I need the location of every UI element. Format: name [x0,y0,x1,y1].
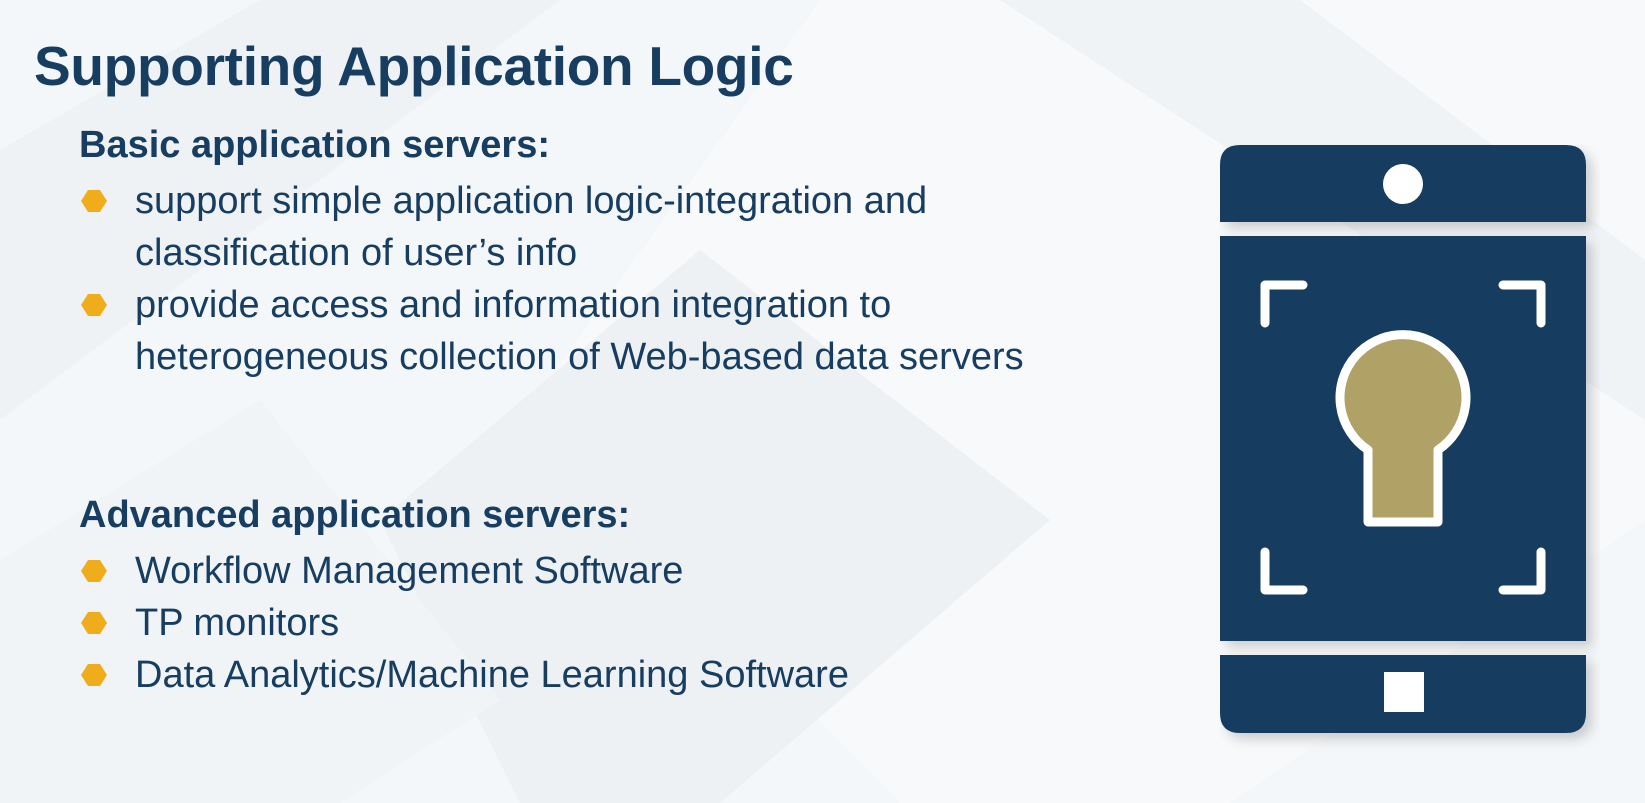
basic-servers-item-text: provide access and information integrati… [135,284,1024,378]
hexagon-bullet-icon [81,612,107,634]
advanced-servers-item: Workflow Management Software [79,545,1089,597]
slide-title: Supporting Application Logic [34,35,794,97]
keyhole-icon [1335,330,1471,527]
advanced-servers-list: Workflow Management Software TP monitors… [79,545,1089,701]
home-button-icon [1384,672,1424,712]
advanced-servers-item-text: Workflow Management Software [135,550,684,592]
basic-servers-heading: Basic application servers: [79,124,550,166]
hexagon-bullet-icon [81,664,107,686]
camera-icon [1383,164,1423,204]
advanced-servers-item-text: Data Analytics/Machine Learning Software [135,654,849,696]
advanced-servers-item: Data Analytics/Machine Learning Software [79,649,1089,701]
advanced-servers-item-text: TP monitors [135,602,340,644]
basic-servers-item: support simple application logic-integra… [79,175,1089,279]
basic-servers-item: provide access and information integrati… [79,279,1089,383]
basic-servers-item-text: support simple application logic-integra… [135,180,928,274]
hexagon-bullet-icon [81,294,107,316]
scan-frame-icon [1260,280,1546,595]
advanced-servers-heading: Advanced application servers: [79,494,631,536]
hexagon-bullet-icon [81,190,107,212]
mobile-keyhole-security-icon [1220,145,1586,733]
hexagon-bullet-icon [81,560,107,582]
basic-servers-list: support simple application logic-integra… [79,175,1089,383]
advanced-servers-item: TP monitors [79,597,1089,649]
